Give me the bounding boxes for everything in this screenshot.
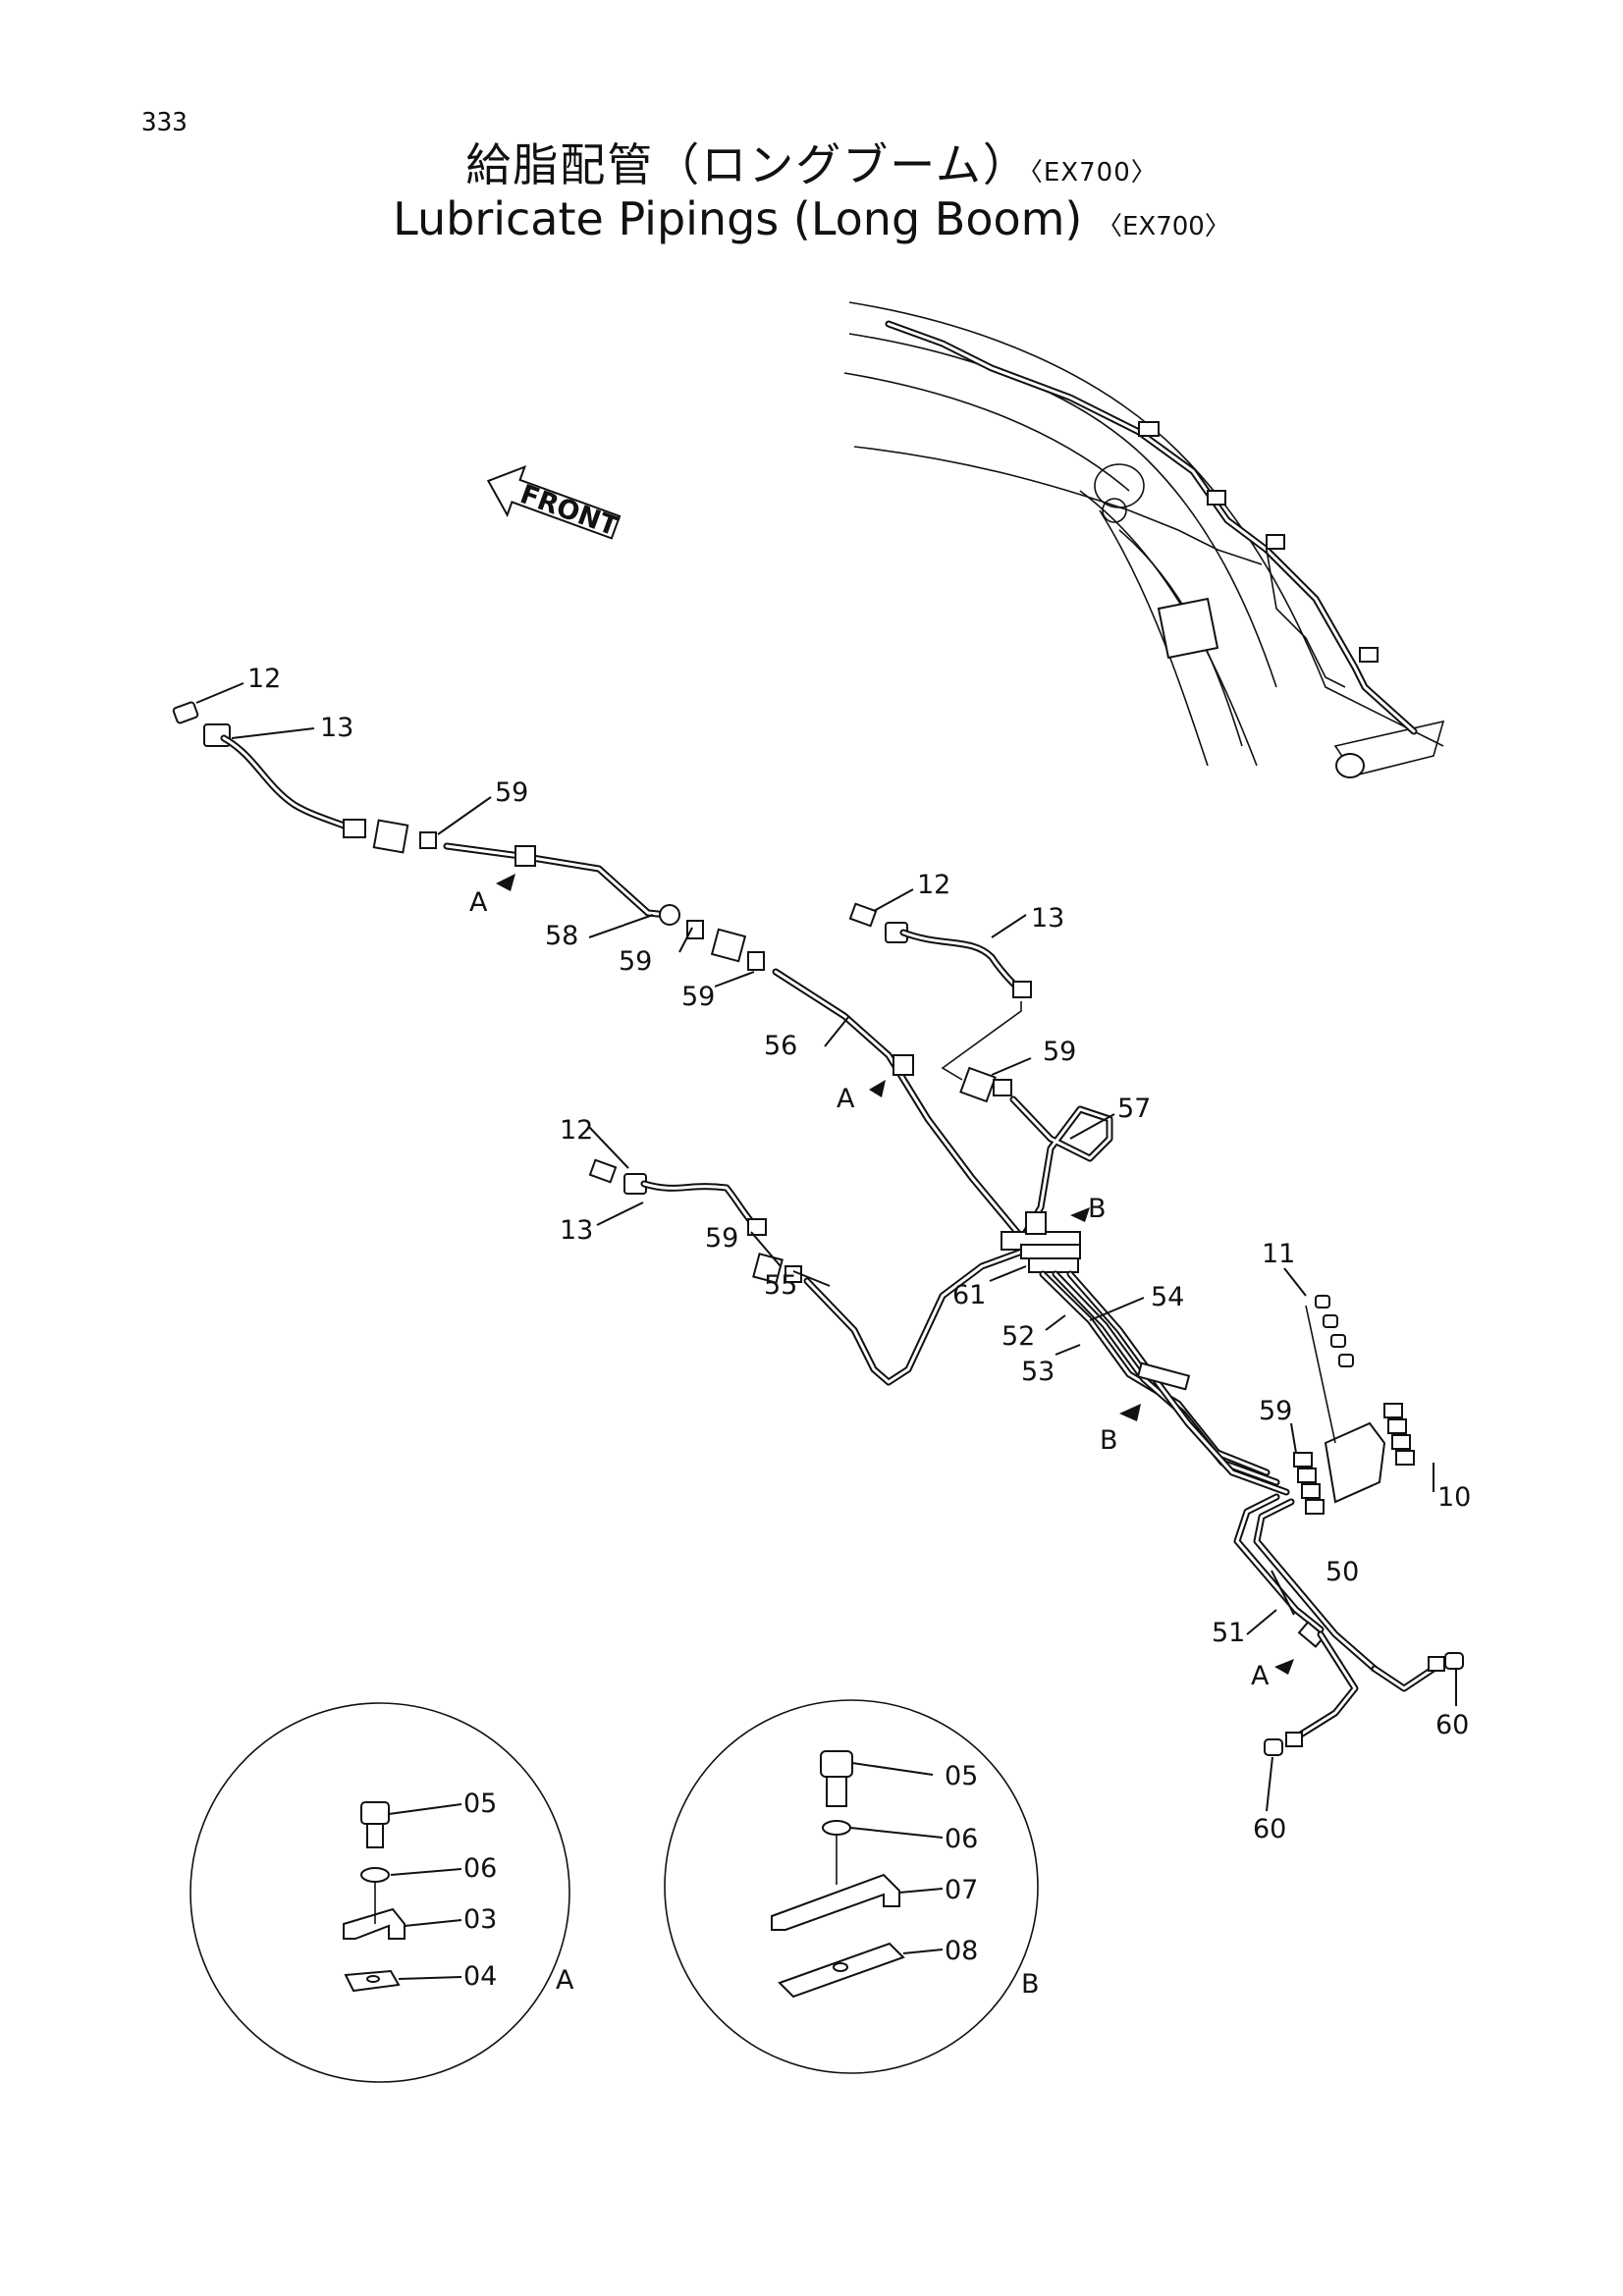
- callout-13: 13: [320, 713, 353, 743]
- callout-57: 57: [1117, 1094, 1151, 1124]
- callout-58: 58: [545, 921, 578, 951]
- callout-56: 56: [764, 1031, 797, 1061]
- callout-A: A: [469, 887, 488, 918]
- detail-a-callout-06: 06: [463, 1853, 497, 1884]
- callout-60: 60: [1435, 1710, 1469, 1740]
- pipe-group-upper: [172, 701, 765, 971]
- model-tag-en: 〈EX700〉: [1096, 212, 1230, 241]
- callout-50: 50: [1325, 1557, 1359, 1587]
- callout-54: 54: [1151, 1282, 1184, 1312]
- callout-12: 12: [560, 1115, 593, 1146]
- callout-61: 61: [952, 1280, 986, 1310]
- callout-59: 59: [1259, 1396, 1292, 1426]
- callout-59: 59: [619, 946, 652, 977]
- pipe-57: [993, 1079, 1113, 1236]
- title-english: Lubricate Pipings (Long Boom) 〈EX700〉: [0, 192, 1623, 245]
- callout-B: B: [1100, 1425, 1118, 1456]
- boom-illustration: [843, 301, 1445, 778]
- detail-a-callout-03: 03: [463, 1904, 497, 1935]
- callout-11: 11: [1262, 1239, 1295, 1269]
- page-number: 333: [141, 108, 188, 137]
- callout-59: 59: [705, 1223, 738, 1254]
- callout-52: 52: [1001, 1321, 1035, 1352]
- grease-distribution-block: [1293, 1295, 1415, 1515]
- detail-a-label: A: [556, 1965, 574, 1996]
- callout-59: 59: [681, 982, 715, 1012]
- callout-12: 12: [247, 664, 281, 694]
- callout-60: 60: [1253, 1814, 1286, 1844]
- detail-a: 05 06 03 04 A: [189, 1702, 574, 2083]
- callout-A: A: [837, 1084, 855, 1114]
- front-arrow-icon: FRONT: [486, 465, 622, 543]
- title-en-text: Lubricate Pipings (Long Boom): [393, 192, 1083, 245]
- title-japanese: 給脂配管（ロングブーム）〈EX700〉: [0, 130, 1623, 194]
- callout-A: A: [1251, 1661, 1270, 1691]
- detail-a-callout-05: 05: [463, 1789, 497, 1819]
- detail-a-callout-04: 04: [463, 1961, 497, 1992]
- detail-b: 05 06 07 08 B: [664, 1699, 1040, 2074]
- callout-labels: 12 13 59 A 58 59 59 12 13 56 A 59 57 12 …: [247, 664, 1471, 1844]
- callout-59: 59: [495, 777, 528, 808]
- detail-b-callout-07: 07: [945, 1875, 978, 1905]
- pipe-group-lower: [588, 1158, 1045, 1386]
- callout-B: B: [1088, 1194, 1107, 1224]
- callout-59: 59: [1043, 1037, 1076, 1067]
- callout-53: 53: [1021, 1357, 1055, 1387]
- leader-lines: [195, 682, 1457, 1812]
- detail-b-callout-08: 08: [945, 1936, 978, 1966]
- main-pipe-bundle: [1001, 1207, 1464, 1756]
- model-tag-jp: 〈EX700〉: [1029, 158, 1158, 187]
- callout-13: 13: [560, 1215, 593, 1246]
- detail-b-label: B: [1021, 1969, 1040, 2000]
- detail-b-callout-06: 06: [945, 1824, 978, 1854]
- front-label: FRONT: [516, 479, 622, 543]
- callout-51: 51: [1212, 1618, 1245, 1648]
- callout-13: 13: [1031, 903, 1064, 934]
- callout-12: 12: [917, 870, 950, 900]
- detail-b-callout-05: 05: [945, 1761, 978, 1791]
- title-jp-text: 給脂配管（ロングブーム）: [465, 138, 1030, 191]
- callout-55: 55: [764, 1270, 797, 1301]
- callout-10: 10: [1437, 1482, 1471, 1513]
